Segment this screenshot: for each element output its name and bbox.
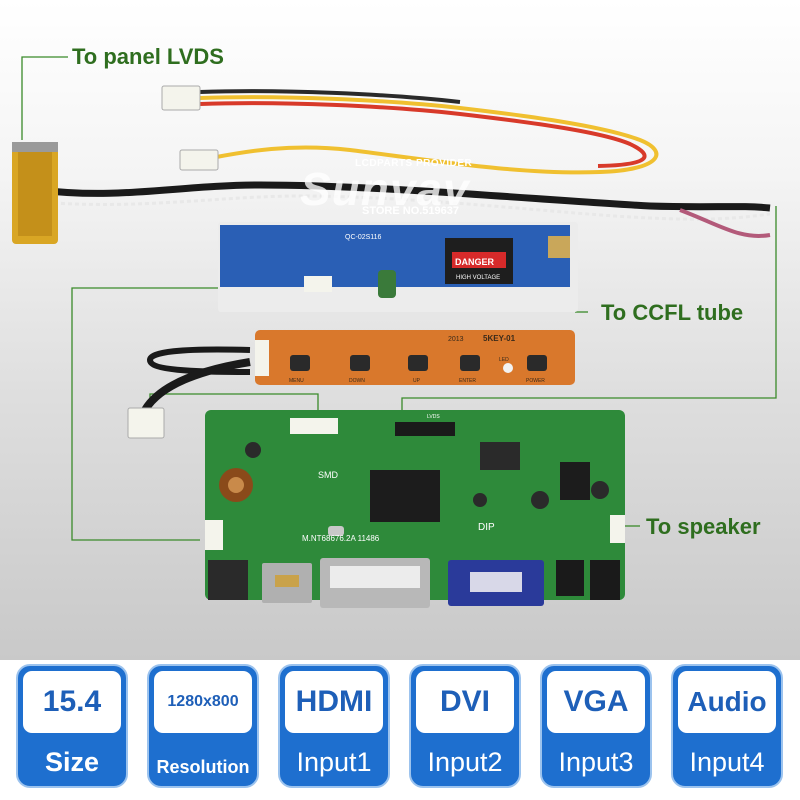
badge-hdmi: HDMI Input1 [278,664,390,788]
key-label-up: UP [413,378,421,384]
audio-jack-2 [590,560,620,600]
board-scene: QC-02S116 DANGER HIGH VOLTAGE 2013 5KEY-… [12,56,777,608]
high-voltage-label: HIGH VOLTAGE [456,275,500,281]
smd-label: SMD [318,470,339,480]
dip-label: DIP [478,522,495,533]
power-jack [208,560,248,600]
controller-board [205,410,625,600]
controller-model-label: M.NT68676.2A 11486 [302,534,380,543]
watermark-store: STORE NO.519637 [362,205,460,217]
inverter-wire-harness [199,89,659,175]
lvds-connector [12,142,58,244]
keypad-model-label: 5KEY-01 [483,334,516,343]
key-label-menu: MENU [289,378,304,384]
badge-resolution-value: 1280x800 [154,671,252,733]
callout-lvds: To panel LVDS [72,44,224,69]
lvds-cable [39,181,771,238]
badge-resolution-label: Resolution [156,757,250,777]
badge-dvi-label: Input2 [427,747,503,777]
jst-plug-lower [179,149,219,171]
badge-size: 15.4 Size [16,664,128,788]
callout-speaker: To speaker [646,514,761,539]
key-label-enter: ENTER [459,378,476,384]
guide-line-lvds-cable [401,206,777,418]
keypad-board [255,330,575,385]
badge-hdmi-label: Input1 [296,747,372,777]
controller-lvds-label: LVDS [427,414,440,420]
jst-plug-upper [161,85,201,111]
badge-dvi-value: DVI [416,671,514,733]
inverter-model-label: QC-02S116 [345,234,382,241]
badge-vga: VGA Input3 [540,664,652,788]
badge-dvi: DVI Input2 [409,664,521,788]
badge-audio: Audio Input4 [671,664,783,788]
keypad-cable [127,346,251,439]
audio-jack-1 [556,560,584,596]
badge-size-label: Size [44,747,100,777]
badge-vga-label: Input3 [558,747,634,777]
key-label-down: DOWN [349,378,365,384]
spec-badges: 15.4 Size 1280x800 Resolution HDMI Input… [16,664,786,792]
badge-audio-label: Input4 [689,747,765,777]
led-label: LED [499,357,509,363]
guide-line-lvds [21,56,68,140]
keypad-year-label: 2013 [448,336,464,343]
badge-size-value: 15.4 [23,671,121,733]
watermark-brand: Sunvav [300,163,470,215]
badge-hdmi-value: HDMI [285,671,383,733]
port-row [208,558,620,608]
guide-line-inverter [71,287,303,541]
callout-ccfl: To CCFL tube [601,300,744,325]
badge-audio-value: Audio [678,671,776,733]
inverter-board [218,222,578,312]
danger-label: DANGER [455,257,495,267]
product-photo: QC-02S116 DANGER HIGH VOLTAGE 2013 5KEY-… [0,0,800,660]
watermark-provider: LCDPARTS PROVIDER [355,158,473,169]
key-label-power: POWER [526,378,545,384]
guide-line-keypad [149,393,319,412]
badge-vga-value: VGA [547,671,645,733]
badge-resolution: 1280x800 Resolution [147,664,259,788]
